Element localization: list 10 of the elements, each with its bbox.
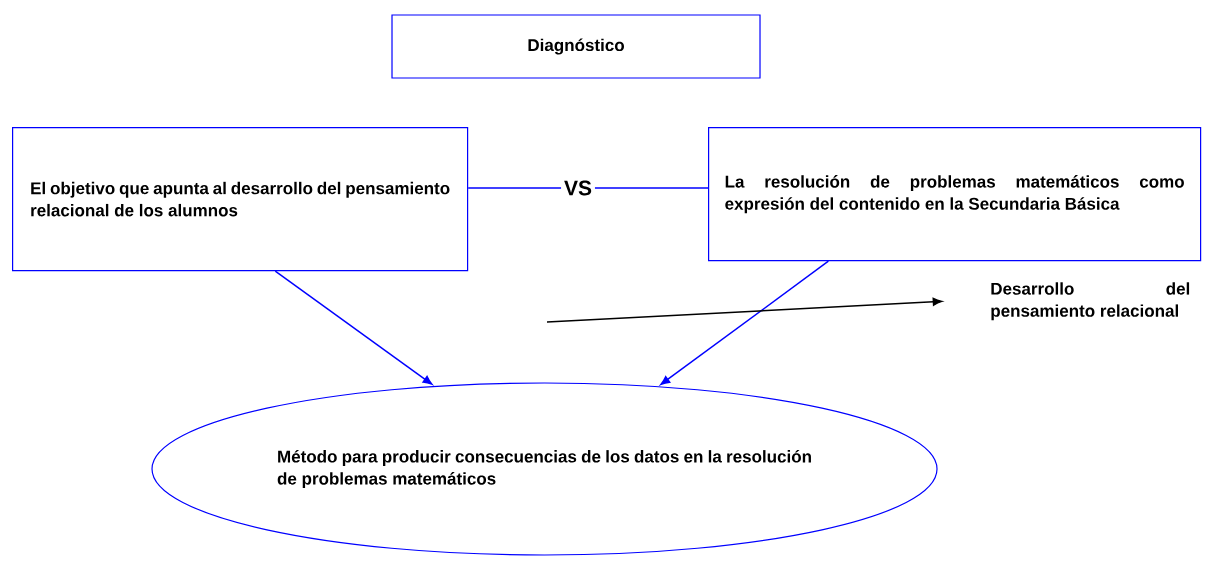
text-box: El objetivo que apunta al desarrollo del pensamiento relacional de los alumnos	[12, 127, 469, 272]
text-label: Desarrollo del pensamiento relacional	[991, 282, 1190, 321]
text-box: La resolución de problemas matemáticos como expresión del contenido en la Secundaria Básica	[708, 127, 1202, 262]
arrow	[546, 297, 943, 323]
arrow	[274, 270, 433, 385]
versus-label: VS	[564, 180, 592, 196]
arrow	[660, 260, 830, 386]
title-box: Diagnóstico	[391, 14, 761, 79]
connector-line	[594, 187, 709, 189]
connector-line	[467, 187, 562, 189]
